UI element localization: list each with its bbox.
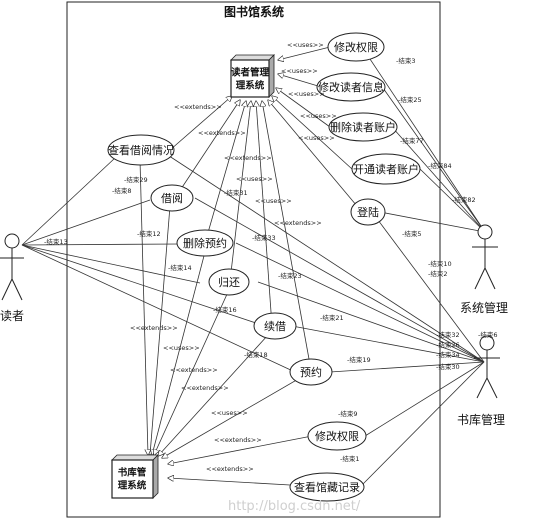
svg-text:-结束8: -结束8 [112,186,131,195]
svg-text:<<extends>>: <<extends>> [181,384,229,392]
svg-text:登陆: 登陆 [357,205,379,219]
svg-text:-结束5: -结束5 [402,229,421,238]
svg-text:续借: 续借 [264,319,286,333]
svg-text:-结束9: -结束9 [338,409,357,418]
library-mgmt-label-1: 书库管 [118,467,147,479]
svg-text:<<uses>>: <<uses>> [298,134,335,142]
svg-text:-结束14: -结束14 [168,263,192,272]
use-case-open-reader-account: 开通读者账户 [351,153,421,185]
use-case-modify-reader-info: 修改读者信息 [316,72,386,102]
watermark: http://blog.csdn.net/ [228,499,361,514]
end-labels: -结束3 -结束25 -结束77 -结束84 -结束82 -结束5 -结束10 … [44,56,497,463]
svg-text:-结束82: -结束82 [452,195,476,204]
svg-text:<<extends>>: <<extends>> [170,366,218,374]
svg-text:-结束84: -结束84 [428,161,452,170]
library-mgmt-label-2: 理系统 [118,480,147,492]
use-case-view-borrow: 查看借阅情况 [107,134,175,166]
svg-text:删除读者账户: 删除读者账户 [330,120,396,134]
svg-text:预约: 预约 [300,366,322,379]
svg-text:修改权限: 修改权限 [315,429,359,443]
svg-text:<<extends>>: <<extends>> [198,129,246,137]
use-case-view-collection: 查看馆藏记录 [289,472,365,502]
svg-text:-结束16: -结束16 [213,305,237,314]
svg-text:-结束26: -结束26 [436,340,460,349]
svg-text:-结束10: -结束10 [428,259,452,268]
svg-text:-结束23: -结束23 [278,271,302,280]
svg-text:<<extends>>: <<extends>> [174,103,222,111]
reader-mgmt-label-1: 读者管理 [231,67,270,79]
reader-associations [21,157,296,373]
reader-mgmt-system-box: 读者管理 理系统 [230,54,275,98]
svg-text:-结束33: -结束33 [252,233,276,242]
svg-text:<<uses>>: <<uses>> [288,90,325,98]
libadmin-actor-label: 书库管理 [457,412,505,427]
svg-text:-结束30: -结束30 [436,362,460,371]
svg-text:<<uses>>: <<uses>> [255,197,292,205]
reader-mgmt-label-2: 理系统 [236,80,265,92]
svg-text:-结束32: -结束32 [436,330,460,339]
use-case-login: 登陆 [350,198,386,226]
svg-text:<<uses>>: <<uses>> [163,344,200,352]
library-mgmt-system-box: 书库管 理系统 [111,454,159,499]
svg-text:<<uses>>: <<uses>> [281,67,318,75]
svg-text:查看借阅情况: 查看借阅情况 [108,143,174,157]
svg-text:开通读者账户: 开通读者账户 [353,162,419,176]
svg-text:<<extends>>: <<extends>> [224,154,272,162]
use-case-delete-reservation: 删除预约 [176,229,234,257]
svg-text:-结束19: -结束19 [347,355,371,364]
svg-text:-结束18: -结束18 [244,350,268,359]
svg-text:归还: 归还 [218,275,240,289]
sysadmin-actor-label: 系统管理 [460,300,508,315]
svg-text:-结束21: -结束21 [320,313,344,322]
svg-text:<<extends>>: <<extends>> [130,324,178,332]
svg-text:查看馆藏记录: 查看馆藏记录 [294,480,360,494]
svg-text:-结束3: -结束3 [396,56,415,65]
svg-text:-结束12: -结束12 [137,229,161,238]
use-case-return: 归还 [208,268,250,296]
svg-text:-结束25: -结束25 [398,95,422,104]
use-case-delete-reader-account: 删除读者账户 [328,112,398,142]
svg-text:<<uses>>: <<uses>> [287,41,324,49]
sysadmin-associations [361,46,486,233]
svg-text:<<uses>>: <<uses>> [236,175,273,183]
svg-text:借阅: 借阅 [161,192,183,205]
svg-text:<<uses>>: <<uses>> [211,409,248,417]
use-case-renew: 续借 [253,312,297,340]
use-case-modify-perm-top: 修改权限 [327,32,385,62]
system-boundary [66,1,441,518]
use-case-modify-perm-bottom: 修改权限 [307,421,367,451]
library-mgmt-relations [139,159,313,486]
sysadmin-actor [472,224,498,290]
svg-text:-结束1: -结束1 [340,454,359,463]
stereotype-labels: <<uses>> <<uses>> <<uses>> <<uses>> <<us… [130,41,337,473]
svg-text:-结束2: -结束2 [428,269,447,278]
svg-text:-结束34: -结束34 [436,350,460,359]
libadmin-associations [159,149,485,486]
use-case-reserve: 预约 [289,358,333,386]
svg-text:-结束31: -结束31 [224,188,248,197]
svg-text:-结束13: -结束13 [44,237,68,246]
diagram-title: 图书馆系统 [224,4,284,19]
use-case-borrow: 借阅 [150,184,194,212]
svg-text:<<extends>>: <<extends>> [214,436,262,444]
svg-text:-结束29: -结束29 [124,175,148,184]
svg-text:-结束77: -结束77 [400,136,424,145]
svg-text:删除预约: 删除预约 [183,236,227,250]
svg-text:<<extends>>: <<extends>> [206,465,254,473]
reader-actor [0,233,24,301]
svg-text:<<extends>>: <<extends>> [274,219,322,227]
reader-actor-label: 读者 [0,309,24,323]
svg-text:修改权限: 修改权限 [334,40,378,54]
svg-text:-结束6: -结束6 [478,330,497,339]
svg-text:<<uses>>: <<uses>> [300,112,337,120]
libadmin-actor [474,335,500,399]
reader-mgmt-relations [169,46,363,371]
svg-text:修改读者信息: 修改读者信息 [318,80,384,94]
